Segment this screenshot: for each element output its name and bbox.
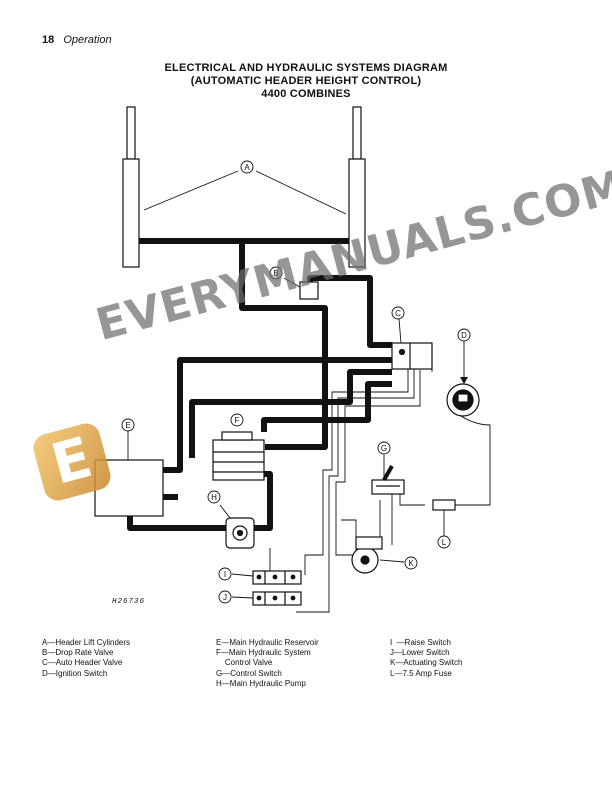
title-line-1: ELECTRICAL AND HYDRAULIC SYSTEMS DIAGRAM <box>164 62 448 74</box>
callout-j: J <box>218 590 232 604</box>
legend-item: Control Valve <box>216 658 273 668</box>
svg-text:E: E <box>125 421 130 430</box>
legend-item: L—7.5 Amp Fuse <box>390 668 452 678</box>
callout-e: E <box>121 418 135 432</box>
svg-text:G: G <box>381 444 387 453</box>
raise-switch <box>252 570 302 585</box>
callout-i: I <box>218 567 232 581</box>
legend-item: B—Drop Rate Valve <box>42 648 114 658</box>
legend-item: D—Ignition Switch <box>42 668 108 678</box>
callout-c: C <box>391 306 405 320</box>
svg-text:F: F <box>235 416 240 425</box>
legend-item: I —Raise Switch <box>390 638 451 647</box>
legend-column-3: I —Raise Switch J—Lower Switch K—Actuati… <box>390 638 462 679</box>
svg-text:K: K <box>408 559 414 568</box>
svg-text:H: H <box>211 493 217 502</box>
callout-k: K <box>404 556 418 570</box>
callout-b: B <box>269 266 283 280</box>
callout-a: A <box>240 160 254 174</box>
svg-text:C: C <box>395 309 401 318</box>
callout-a-pointers <box>143 170 347 215</box>
callout-f: F <box>230 413 244 427</box>
legend-column-2: E—Main Hydraulic Reservoir F—Main Hydrau… <box>216 638 319 689</box>
hydraulic-lines <box>127 238 392 531</box>
amp-fuse <box>432 499 456 511</box>
page-number: 18 <box>42 34 55 46</box>
svg-text:D: D <box>461 331 467 340</box>
ignition-switch <box>446 383 480 417</box>
legend-item: K—Actuating Switch <box>390 658 463 668</box>
actuating-switch <box>351 536 383 574</box>
legend-item: A—Header Lift Cylinders <box>42 638 131 647</box>
svg-text:J: J <box>223 593 227 602</box>
drop-rate-valve <box>299 281 319 300</box>
control-switch <box>371 465 405 495</box>
auto-header-valve <box>391 342 433 370</box>
callout-h: H <box>207 490 221 504</box>
header-lift-cylinders <box>122 106 366 268</box>
page-header: 18 Operation <box>42 34 112 46</box>
main-hydraulic-pump <box>225 517 255 549</box>
section-title: Operation <box>63 34 112 46</box>
legend-item: G—Control Switch <box>216 668 282 678</box>
legend-item: H—Main Hydraulic Pump <box>216 678 306 688</box>
electrical-wires <box>269 350 491 613</box>
legend-column-1: A—Header Lift Cylinders B—Drop Rate Valv… <box>42 638 130 679</box>
title-line-3: 4400 COMBINES <box>261 88 351 100</box>
legend-item: F—Main Hydraulic System <box>216 648 311 658</box>
legend-item: E—Main Hydraulic Reservoir <box>216 638 319 647</box>
svg-text:A: A <box>244 163 250 172</box>
lower-switch <box>252 591 302 606</box>
legend-item: J—Lower Switch <box>390 648 450 658</box>
legend-item: C—Auto Header Valve <box>42 658 123 668</box>
figure-id: H26736 <box>112 598 146 606</box>
main-hydraulic-control-valve <box>212 431 265 481</box>
svg-text:L: L <box>442 538 447 547</box>
diagram-title: ELECTRICAL AND HYDRAULIC SYSTEMS DIAGRAM… <box>0 62 612 101</box>
callout-d: D <box>457 328 471 342</box>
title-line-2: (AUTOMATIC HEADER HEIGHT CONTROL) <box>190 75 422 87</box>
callout-l: L <box>437 535 451 549</box>
callout-g: G <box>377 441 391 455</box>
svg-text:I: I <box>224 570 226 579</box>
svg-text:B: B <box>273 269 278 278</box>
